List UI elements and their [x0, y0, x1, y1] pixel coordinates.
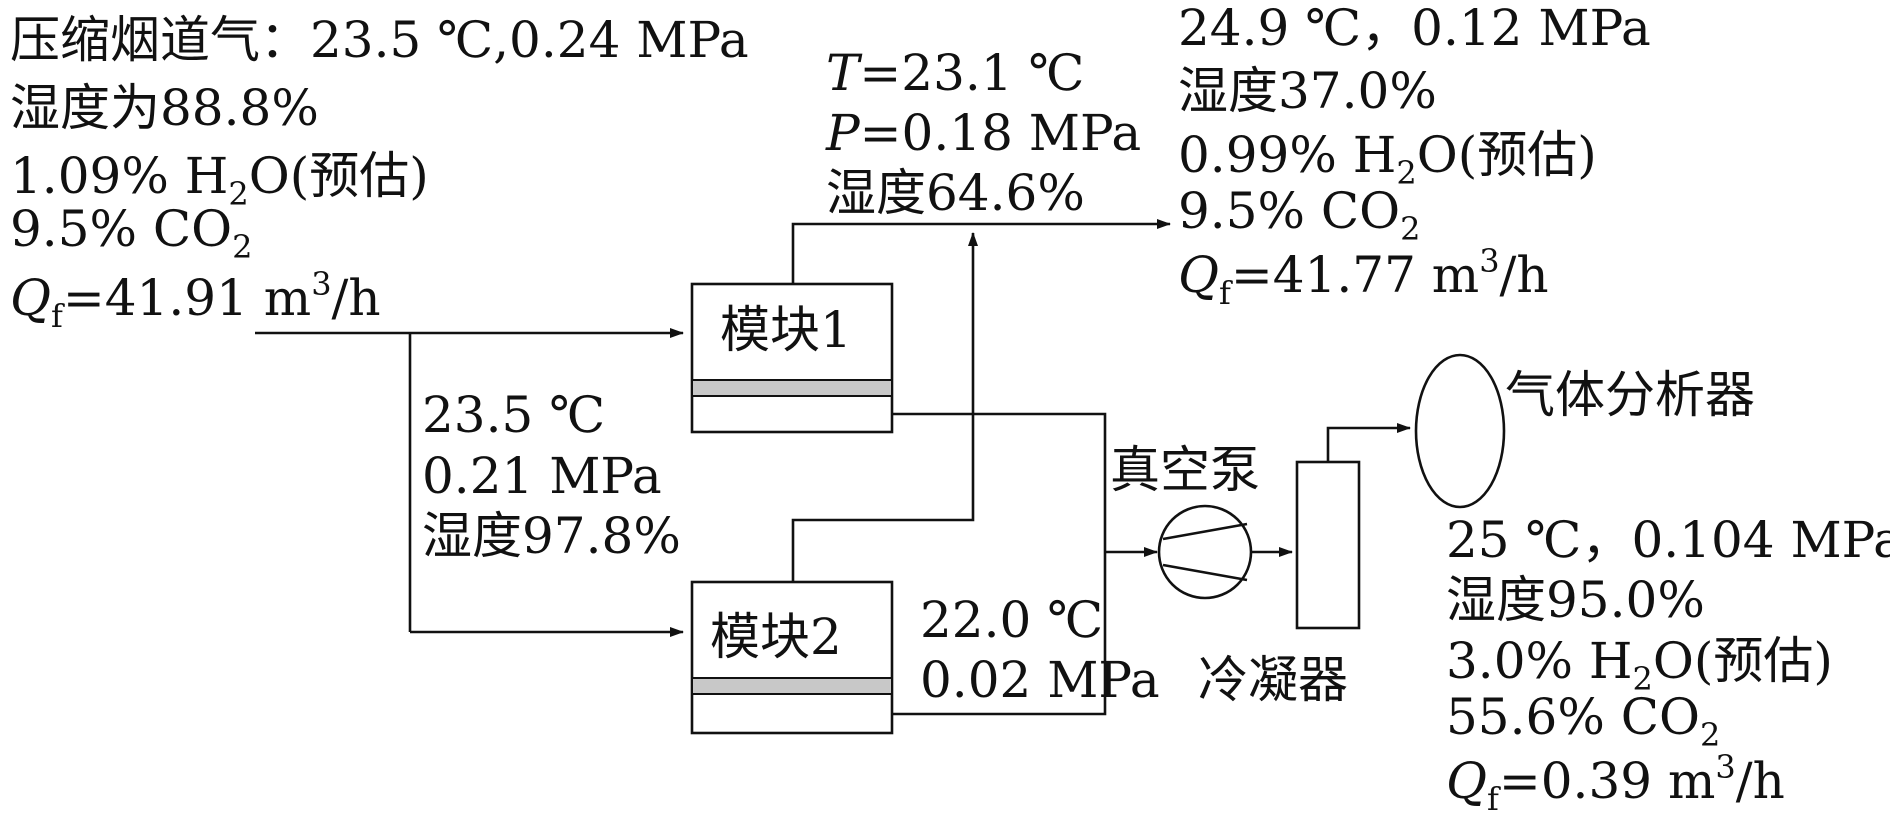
gas-analyzer-icon: [1414, 353, 1506, 509]
inter-stage-pressure: P=0.18 MPa: [825, 104, 1141, 162]
module1: 模块1: [690, 282, 894, 434]
analyzer-inlet-line: [1326, 423, 1411, 462]
product-co2: 55.6% CO2: [1446, 688, 1720, 754]
split-temperature: 23.5 ℃: [422, 386, 605, 444]
product-flow: Qf=0.39 m3/h: [1446, 748, 1785, 818]
retentate-flow: Qf=41.77 m3/h: [1178, 242, 1549, 312]
retentate-line1: 24.9 ℃，0.12 MPa: [1178, 0, 1651, 57]
retentate-line2: 湿度37.0%: [1178, 62, 1437, 120]
inter-stage-humidity: 湿度64.6%: [826, 164, 1085, 222]
retentate-h2o: 0.99% H2O(预估): [1178, 126, 1597, 192]
module2: 模块2: [690, 580, 894, 735]
product-line1: 25 ℃，0.104 MPa: [1446, 511, 1890, 569]
module2-membrane: [691, 677, 893, 695]
feed-line1: 压缩烟道气：23.5 ℃,0.24 MPa: [10, 11, 749, 69]
vacuum-pump-icon: [1157, 504, 1253, 600]
feed-line2: 湿度为88.8%: [10, 79, 319, 137]
split-humidity: 湿度97.8%: [422, 507, 681, 565]
vacuum-pump-label: 真空泵: [1110, 441, 1260, 499]
module1-label: 模块1: [720, 301, 852, 359]
module2-label: 模块2: [710, 608, 842, 666]
module2-retentate-line: [791, 232, 978, 582]
split-conditions: 23.5 ℃ 0.21 MPa 湿度97.8%: [422, 386, 681, 565]
split-pressure: 0.21 MPa: [422, 447, 662, 505]
retentate-conditions: 24.9 ℃，0.12 MPa 湿度37.0% 0.99% H2O(预估) 9.…: [1178, 0, 1651, 312]
product-conditions: 25 ℃，0.104 MPa 湿度95.0% 3.0% H2O(预估) 55.6…: [1446, 511, 1890, 818]
condenser-icon: [1295, 460, 1361, 630]
permeate2-temperature: 22.0 ℃: [920, 591, 1103, 649]
retentate-line: [791, 219, 1171, 284]
permeate-collector-line: [892, 412, 1107, 716]
condenser-label: 冷凝器: [1198, 651, 1348, 709]
feed-conditions: 压缩烟道气：23.5 ℃,0.24 MPa 湿度为88.8% 1.09% H2O…: [10, 11, 749, 335]
feed-h2o: 1.09% H2O(预估): [10, 147, 429, 213]
feed-co2: 9.5% CO2: [10, 200, 253, 266]
feed-flow: Qf=41.91 m3/h: [10, 265, 381, 335]
permeate2-conditions: 22.0 ℃ 0.02 MPa: [920, 591, 1160, 709]
inter-stage-conditions: T=23.1 ℃ P=0.18 MPa 湿度64.6%: [825, 44, 1141, 222]
module1-box: [690, 282, 894, 434]
retentate-co2: 9.5% CO2: [1178, 182, 1421, 248]
product-h2o: 3.0% H2O(预估): [1446, 632, 1833, 698]
gas-analyzer-label: 气体分析器: [1505, 366, 1755, 424]
module1-membrane: [691, 379, 893, 397]
inter-stage-temperature: T=23.1 ℃: [826, 44, 1084, 102]
vacuum-pump: [1157, 504, 1253, 600]
permeate2-pressure: 0.02 MPa: [920, 651, 1160, 709]
product-line2: 湿度95.0%: [1446, 571, 1705, 629]
